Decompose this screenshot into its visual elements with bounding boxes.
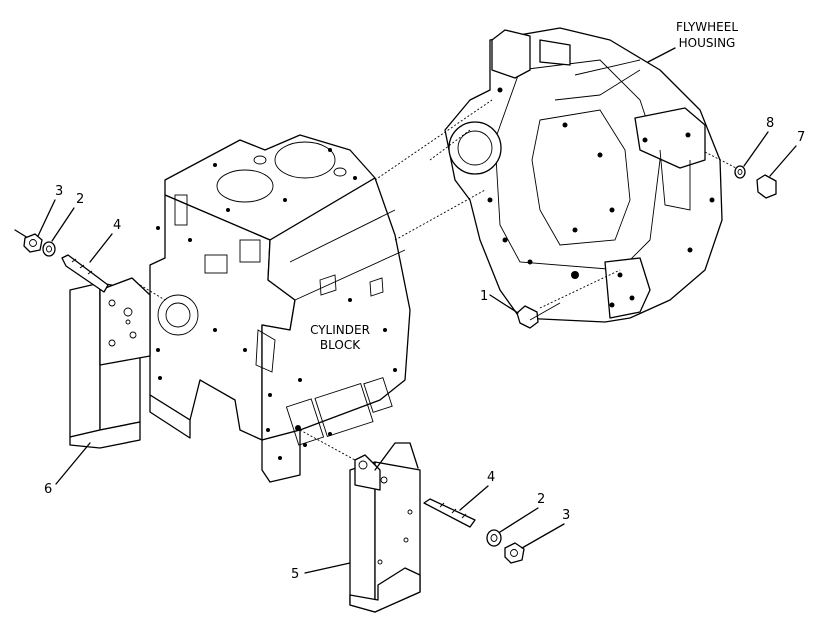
- bolt-1: [516, 302, 561, 329]
- alignment-lines: [139, 99, 741, 461]
- cylinder-block-caption-line1: CYLINDER: [310, 323, 370, 337]
- callout-1: 1: [480, 289, 488, 304]
- callout-3-bottom: 3: [562, 508, 570, 523]
- callout-2-top: 2: [76, 192, 84, 207]
- callout-5: 5: [291, 567, 299, 582]
- bottom-fastener-set: [423, 498, 525, 564]
- parts-7-8: [734, 165, 777, 199]
- flywheel-housing-caption-line1: FLYWHEEL: [676, 20, 738, 34]
- cylinder-block-caption-line2: BLOCK: [320, 338, 361, 352]
- left-support-bracket: [69, 277, 151, 449]
- callout-6: 6: [44, 482, 52, 497]
- callout-3-top: 3: [55, 184, 63, 199]
- callout-7: 7: [797, 130, 805, 145]
- callout-2-bottom: 2: [537, 492, 545, 507]
- callouts: 3 2 4 6 5 4 2 3 1 8 7: [37, 116, 805, 582]
- callout-4-top: 4: [113, 218, 121, 233]
- flywheel-housing: FLYWHEEL HOUSING: [444, 20, 738, 323]
- top-fastener-set: [14, 229, 109, 293]
- callout-8: 8: [766, 116, 774, 131]
- flywheel-housing-caption-line2: HOUSING: [679, 36, 736, 50]
- callout-4-bottom: 4: [487, 470, 495, 485]
- cylinder-block: CYLINDER BLOCK: [149, 134, 411, 483]
- bottom-support-bracket: [349, 442, 421, 613]
